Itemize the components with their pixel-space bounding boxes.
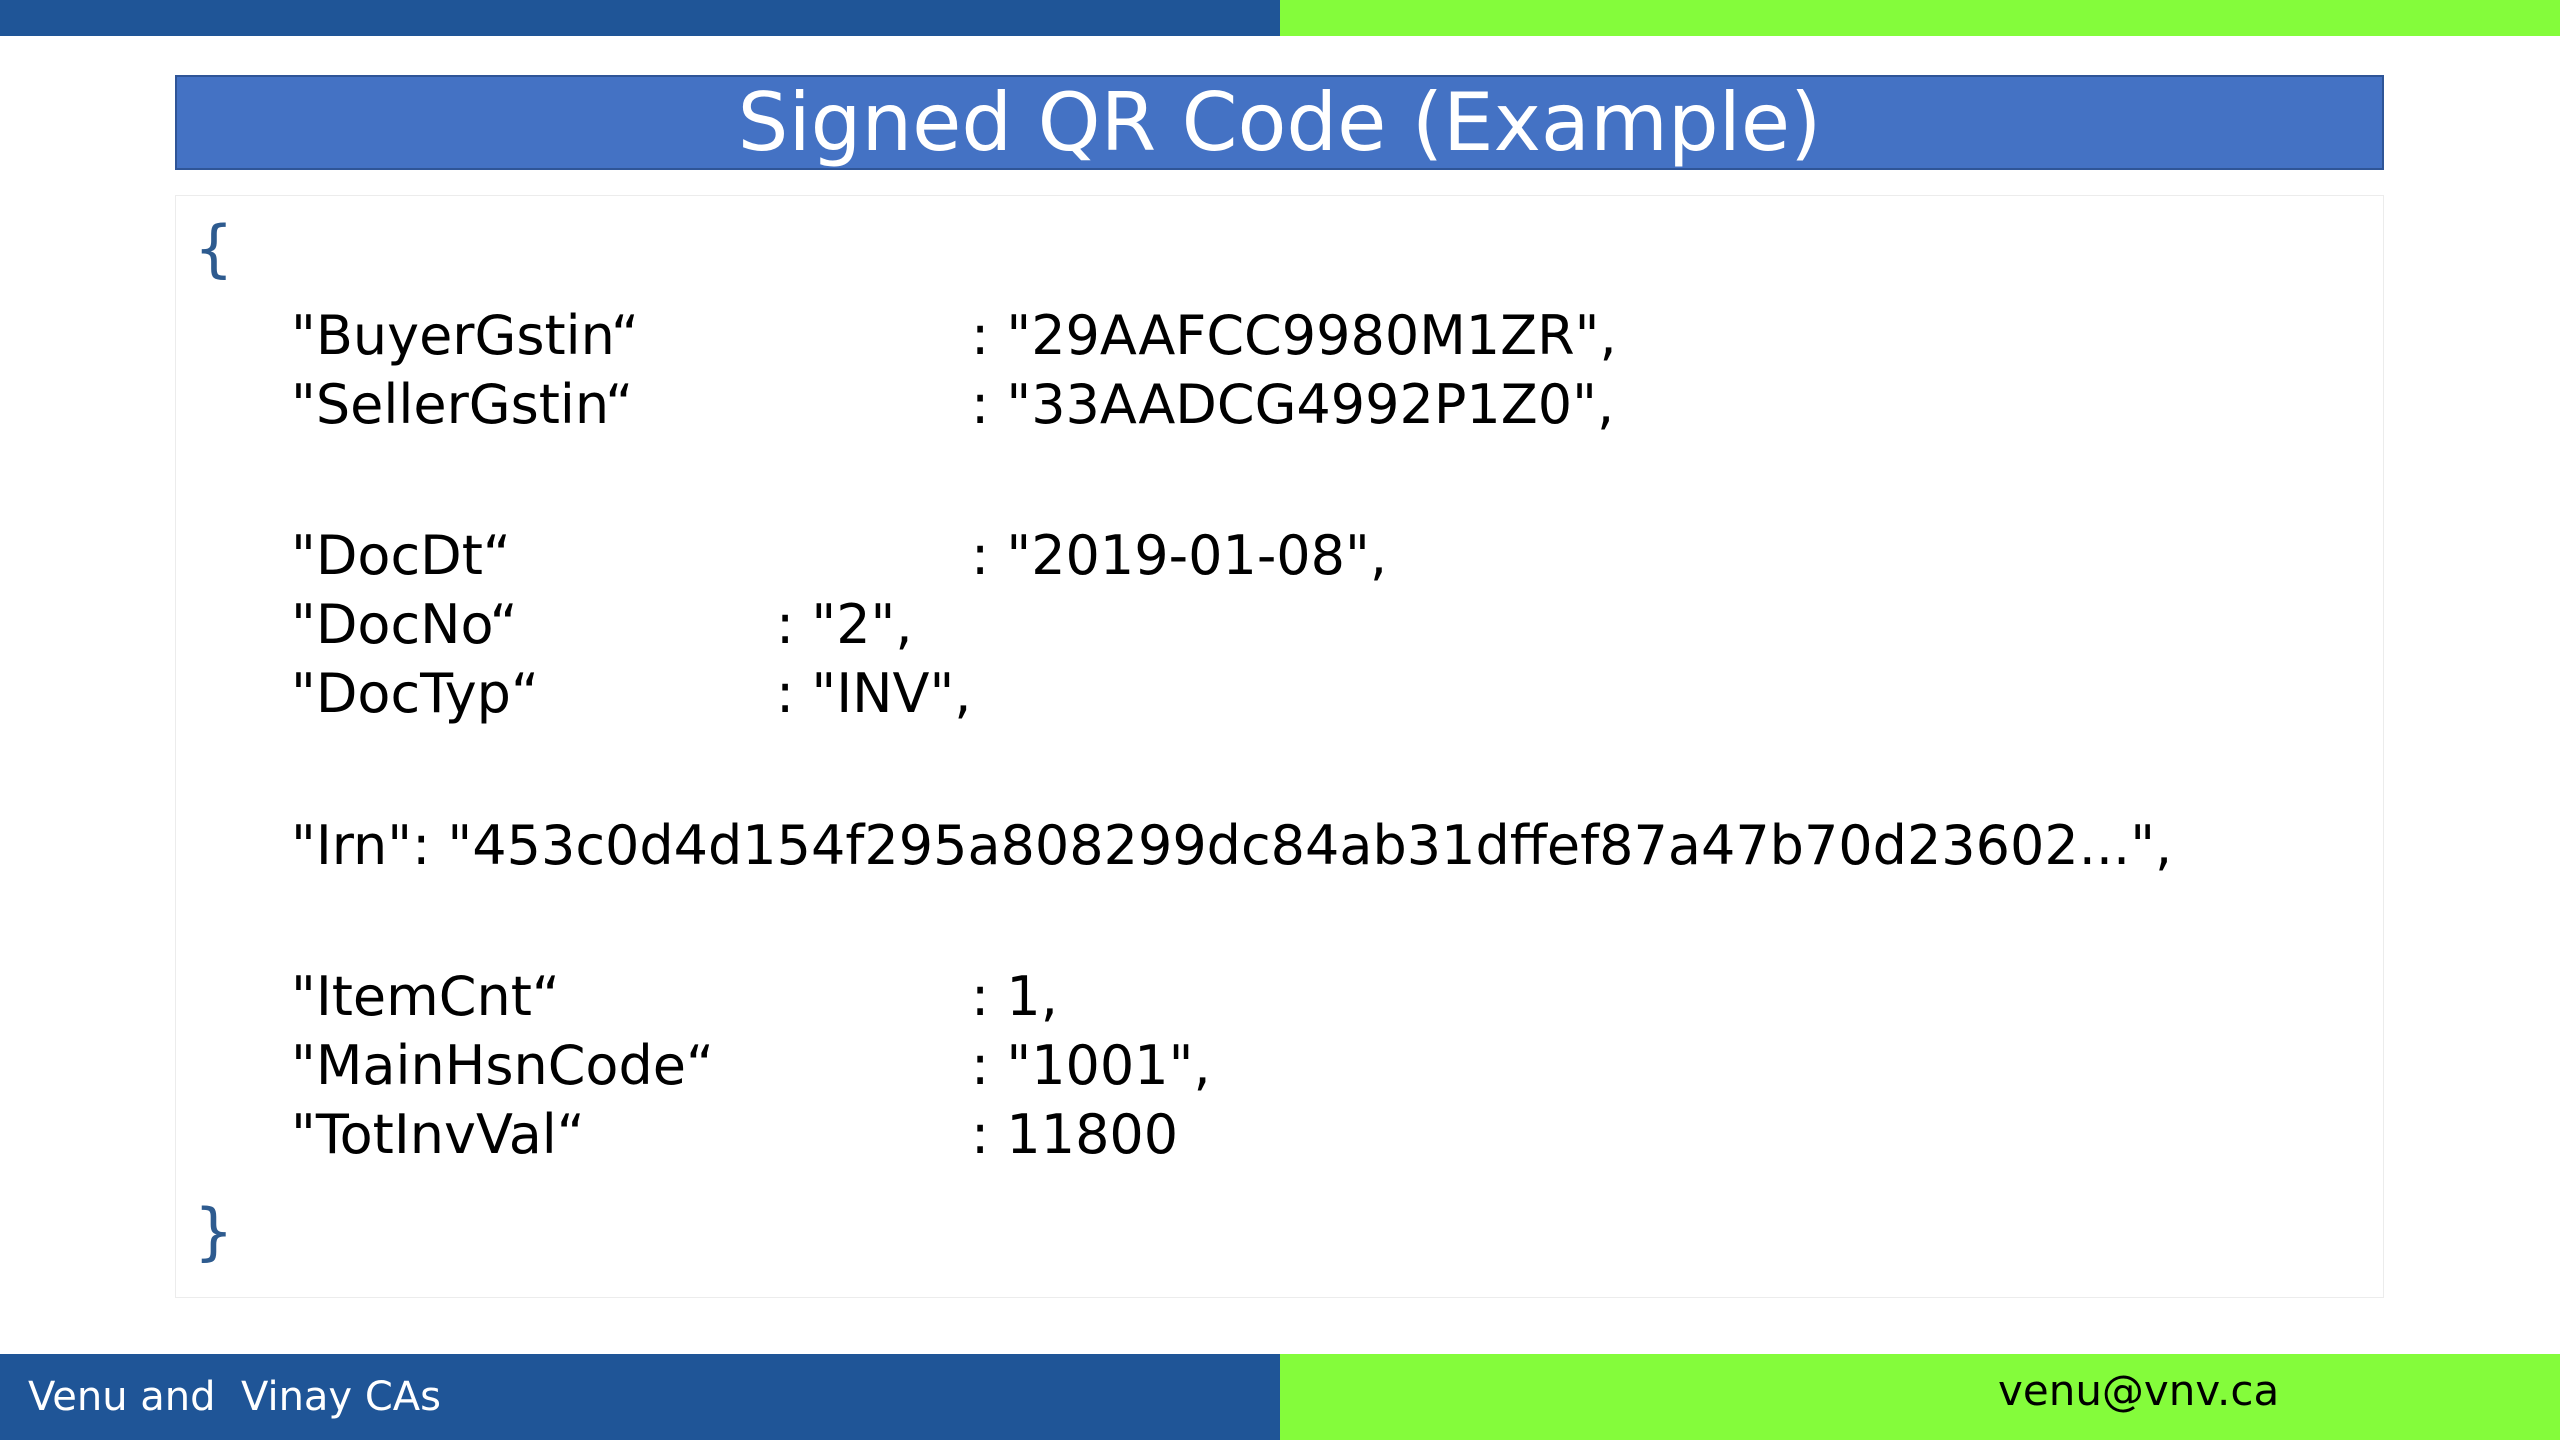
footer-left-bar: Venu and Vinay CAs [0,1354,1280,1440]
code-key: "DocDt“ [291,524,511,587]
code-value: : "2019-01-08", [971,524,1388,587]
code-key: "DocTyp“ [291,662,539,725]
footer-email: venu@vnv.ca [1998,1366,2280,1415]
slide-title: Signed QR Code (Example) [737,75,1822,169]
json-code-box: { "BuyerGstin“ : "29AAFCC9980M1ZR", "Sel… [175,195,2384,1298]
code-value: : 11800 [971,1103,1179,1166]
footer-firm-name: Venu and Vinay CAs [28,1374,441,1420]
code-value: : "1001", [971,1034,1211,1097]
top-right-accent-bar [1280,0,2560,36]
code-key: "DocNo“ [291,593,518,656]
code-key: "ItemCnt“ [291,965,560,1028]
open-brace: { [194,212,234,285]
code-key: "Irn": "453c0d4d154f295a808299dc84ab31df… [291,814,2173,877]
code-value: : 1, [971,965,1058,1028]
code-key: "TotInvVal“ [291,1103,585,1166]
footer-right-bar: venu@vnv.ca [1280,1354,2560,1440]
code-value: : "33AADCG4992P1Z0", [971,373,1615,436]
title-banner: Signed QR Code (Example) [175,75,2384,170]
code-value: : "2", [776,593,913,656]
code-value: : "29AAFCC9980M1ZR", [971,304,1617,367]
code-key: "SellerGstin“ [291,373,634,436]
top-left-accent-bar [0,0,1280,36]
close-brace: } [194,1195,234,1268]
code-key: "BuyerGstin“ [291,304,639,367]
code-key: "MainHsnCode“ [291,1034,714,1097]
code-value: : "INV", [776,662,972,725]
